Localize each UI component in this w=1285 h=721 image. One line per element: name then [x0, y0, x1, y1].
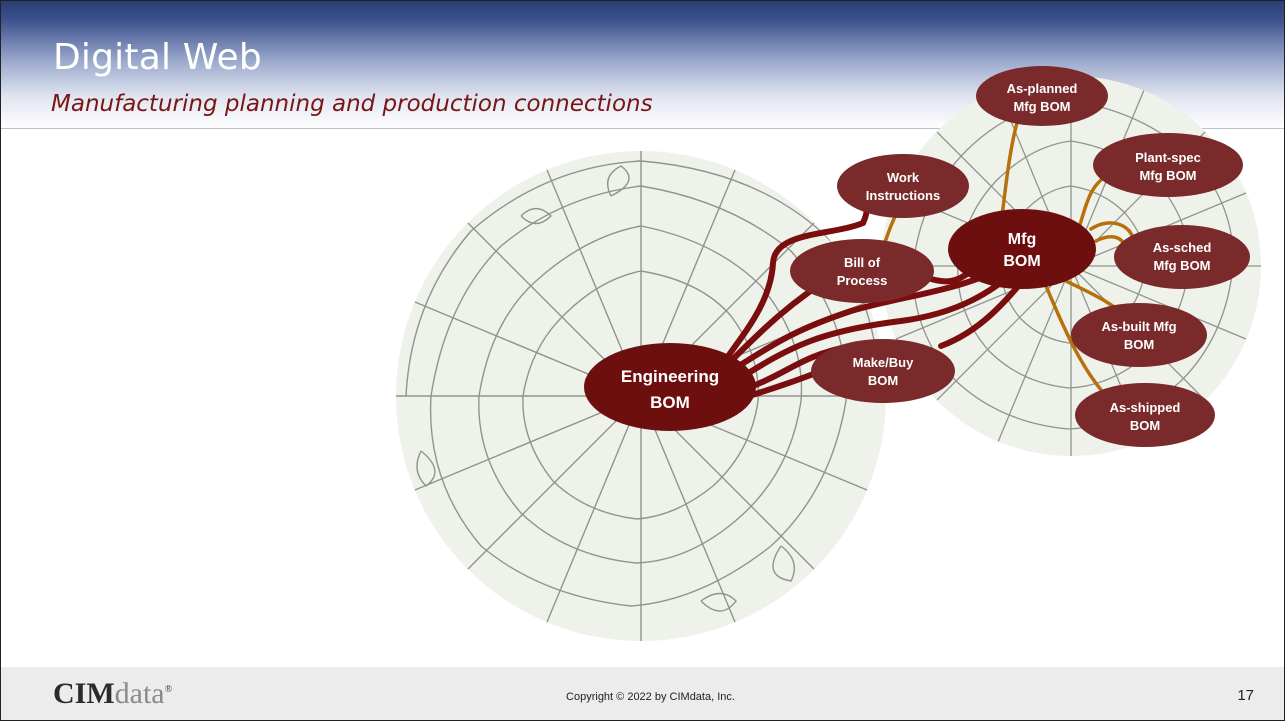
- node-as-planned-mfg-bom[interactable]: As-planned Mfg BOM: [976, 66, 1108, 126]
- connector-eng-to-mfg-b: [736, 268, 1019, 382]
- node-engineering-bom-line2: BOM: [650, 393, 690, 412]
- node-as-built-mfg-bom[interactable]: As-built Mfg BOM: [1071, 303, 1207, 367]
- connector-eng-to-mfg-a: [731, 263, 1009, 372]
- node-as-shipped-bom[interactable]: As-shipped BOM: [1075, 383, 1215, 447]
- logo-data-text: data: [114, 677, 165, 710]
- logo-registered-mark: ®: [164, 684, 173, 695]
- node-bill-of-process-line2: Process: [837, 273, 888, 288]
- logo-cim-text: CIM: [53, 677, 115, 710]
- slide-title: Digital Web: [53, 37, 262, 78]
- header-divider: [1, 128, 1284, 129]
- node-as-planned-line1: As-planned: [1007, 81, 1078, 96]
- node-make-buy-bom[interactable]: Make/Buy BOM: [811, 339, 955, 403]
- node-make-buy-bom-line1: Make/Buy: [853, 355, 914, 370]
- node-as-built-line2: BOM: [1124, 337, 1154, 352]
- node-mfg-bom[interactable]: Mfg BOM: [948, 209, 1096, 289]
- digital-web-diagram: Work Instructions Bill of Process Make/B…: [396, 66, 1261, 641]
- node-work-instructions[interactable]: Work Instructions: [837, 154, 969, 218]
- node-make-buy-bom-line2: BOM: [868, 373, 898, 388]
- node-mfg-bom-line1: Mfg: [1008, 231, 1036, 248]
- node-as-sched-line1: As-sched: [1153, 240, 1212, 255]
- slide-subtitle: Manufacturing planning and production co…: [51, 91, 653, 117]
- node-as-planned-line2: Mfg BOM: [1013, 99, 1070, 114]
- node-as-sched-line2: Mfg BOM: [1153, 258, 1210, 273]
- copyright-notice: Copyright © 2022 by CIMdata, Inc.: [566, 691, 735, 703]
- cimdata-logo: CIMdata®: [53, 677, 172, 711]
- node-plant-spec-line2: Mfg BOM: [1139, 168, 1196, 183]
- footer-bar: CIMdata® Copyright © 2022 by CIMdata, In…: [1, 667, 1284, 720]
- page-number: 17: [1237, 687, 1254, 704]
- node-as-shipped-line2: BOM: [1130, 418, 1160, 433]
- node-mfg-bom-line2: BOM: [1003, 253, 1040, 270]
- node-bill-of-process[interactable]: Bill of Process: [790, 239, 934, 303]
- node-as-shipped-line1: As-shipped: [1110, 400, 1181, 415]
- node-plant-spec-mfg-bom[interactable]: Plant-spec Mfg BOM: [1093, 133, 1243, 197]
- node-engineering-bom[interactable]: Engineering BOM: [584, 343, 756, 431]
- node-bill-of-process-line1: Bill of: [844, 255, 881, 270]
- node-as-built-line1: As-built Mfg: [1101, 319, 1176, 334]
- node-work-instructions-line1: Work: [887, 170, 920, 185]
- node-work-instructions-line2: Instructions: [866, 188, 940, 203]
- node-plant-spec-line1: Plant-spec: [1135, 150, 1201, 165]
- node-engineering-bom-line1: Engineering: [621, 367, 719, 386]
- node-as-sched-mfg-bom[interactable]: As-sched Mfg BOM: [1114, 225, 1250, 289]
